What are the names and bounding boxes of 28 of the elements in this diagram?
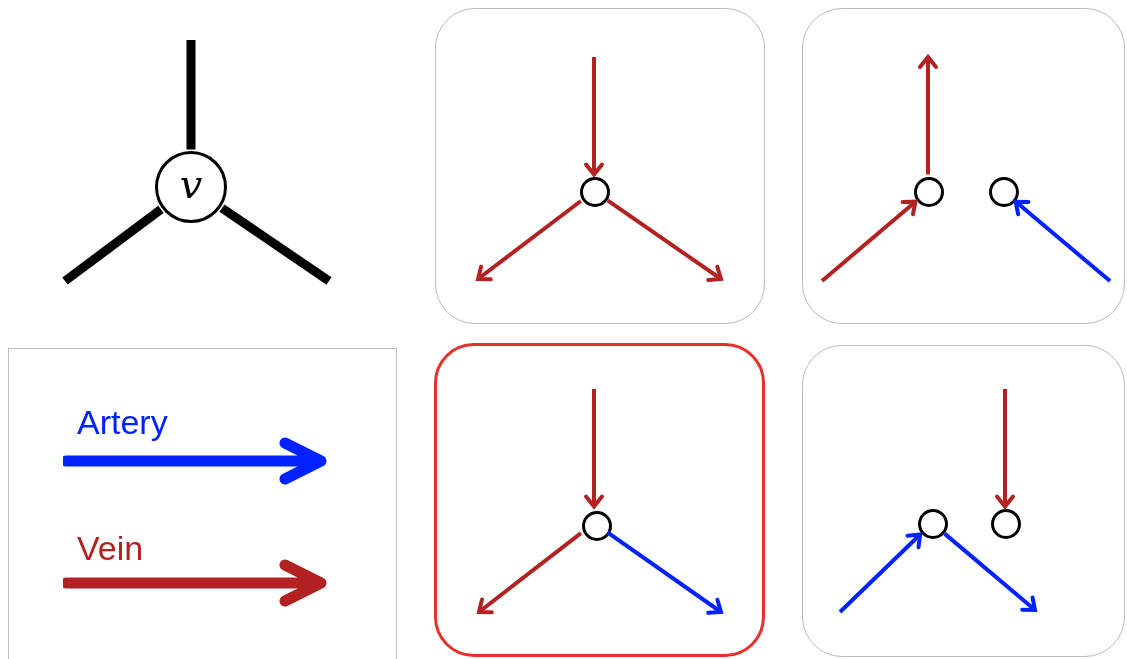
arrow (820, 199, 918, 283)
arrow (477, 531, 583, 615)
panel-box (802, 345, 1125, 657)
arrow (995, 389, 1015, 509)
arrow (1013, 199, 1112, 283)
panel-box (802, 8, 1125, 324)
arrow (606, 530, 723, 615)
line (62, 205, 164, 285)
line (219, 204, 332, 285)
arrow (918, 55, 938, 175)
vertex-circle (914, 177, 944, 207)
arrow (838, 532, 923, 614)
vertex-circle (580, 177, 610, 207)
highlighted-panel-box (434, 343, 765, 657)
line (186, 40, 196, 150)
vertex-circle (991, 509, 1021, 539)
legend-label: Artery (77, 405, 168, 439)
vertex-circle (582, 511, 612, 541)
arrow (606, 198, 723, 282)
arrow (584, 389, 604, 509)
vertex-circle (989, 177, 1019, 207)
legend-label: Vein (77, 531, 144, 565)
panel-box (435, 8, 765, 324)
vertex-label: v (179, 164, 203, 204)
arrow (476, 199, 583, 282)
arrow (584, 57, 604, 177)
vertex-circle (918, 509, 948, 539)
arrow (943, 532, 1037, 612)
